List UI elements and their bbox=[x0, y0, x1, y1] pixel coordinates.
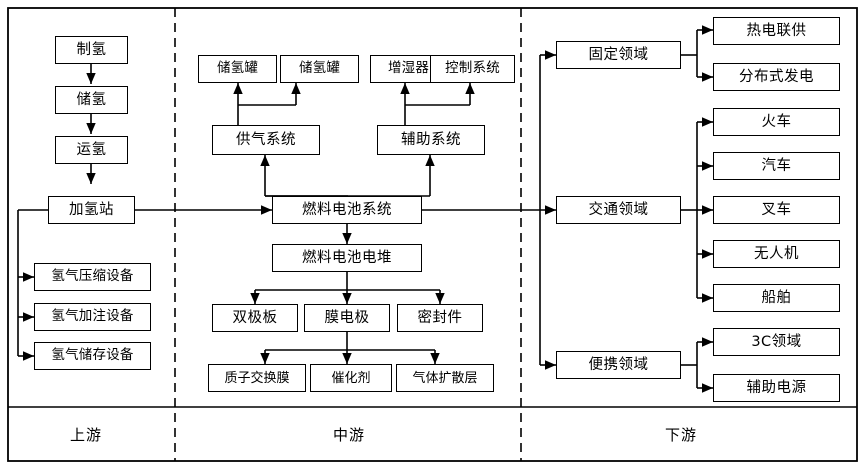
node-qingqi-chucun-shebei[interactable]: 氢气储存设备 bbox=[34, 342, 151, 370]
node-qingqi-yasuo-shebei[interactable]: 氢气压缩设备 bbox=[34, 263, 151, 291]
node-chuqing[interactable]: 储氢 bbox=[55, 86, 128, 114]
node-zhiqing[interactable]: 制氢 bbox=[55, 36, 128, 64]
node-chuqingguan-1[interactable]: 储氢罐 bbox=[198, 55, 277, 83]
node-qingqi-jiazhu-shebei[interactable]: 氢气加注设备 bbox=[34, 303, 151, 331]
node-chuanbo[interactable]: 船舶 bbox=[713, 284, 840, 312]
section-label-upstream: 上游 bbox=[70, 426, 103, 444]
node-chache[interactable]: 叉车 bbox=[713, 196, 840, 224]
node-jiaqingzhan[interactable]: 加氢站 bbox=[48, 196, 135, 224]
node-qiti-kuosanceng[interactable]: 气体扩散层 bbox=[396, 364, 494, 392]
node-kongzhi-xitong[interactable]: 控制系统 bbox=[430, 55, 515, 83]
node-fenbushi-fadian[interactable]: 分布式发电 bbox=[713, 63, 840, 91]
node-guding-lingyu[interactable]: 固定领域 bbox=[556, 41, 681, 69]
node-jiaotong-lingyu[interactable]: 交通领域 bbox=[556, 196, 681, 224]
node-shuangjiban[interactable]: 双极板 bbox=[212, 304, 298, 332]
section-label-downstream: 下游 bbox=[665, 426, 698, 444]
section-label-midstream: 中游 bbox=[333, 426, 366, 444]
node-3c-lingyu[interactable]: 3C领域 bbox=[713, 328, 840, 356]
node-wurenji[interactable]: 无人机 bbox=[713, 240, 840, 268]
node-chuqingguan-2[interactable]: 储氢罐 bbox=[280, 55, 359, 83]
node-mifengjian[interactable]: 密封件 bbox=[397, 304, 483, 332]
node-redian-liangong[interactable]: 热电联供 bbox=[713, 17, 840, 45]
node-yunqing[interactable]: 运氢 bbox=[55, 136, 128, 164]
node-qiche[interactable]: 汽车 bbox=[713, 152, 840, 180]
node-bianxie-lingyu[interactable]: 便携领域 bbox=[556, 351, 681, 379]
node-huoche[interactable]: 火车 bbox=[713, 108, 840, 136]
node-ranliao-dianchi-xitong[interactable]: 燃料电池系统 bbox=[272, 196, 422, 224]
node-cuihuaji[interactable]: 催化剂 bbox=[310, 364, 392, 392]
node-gongqi-xitong[interactable]: 供气系统 bbox=[212, 125, 320, 155]
node-ranliao-dianchi-diandui[interactable]: 燃料电池电堆 bbox=[272, 244, 422, 272]
node-fuzhu-xitong[interactable]: 辅助系统 bbox=[377, 125, 485, 155]
node-fuzhu-dianyuan[interactable]: 辅助电源 bbox=[713, 374, 840, 402]
node-zhizi-jiaohuanmo[interactable]: 质子交换膜 bbox=[208, 364, 306, 392]
node-mo-dianji[interactable]: 膜电极 bbox=[304, 304, 390, 332]
